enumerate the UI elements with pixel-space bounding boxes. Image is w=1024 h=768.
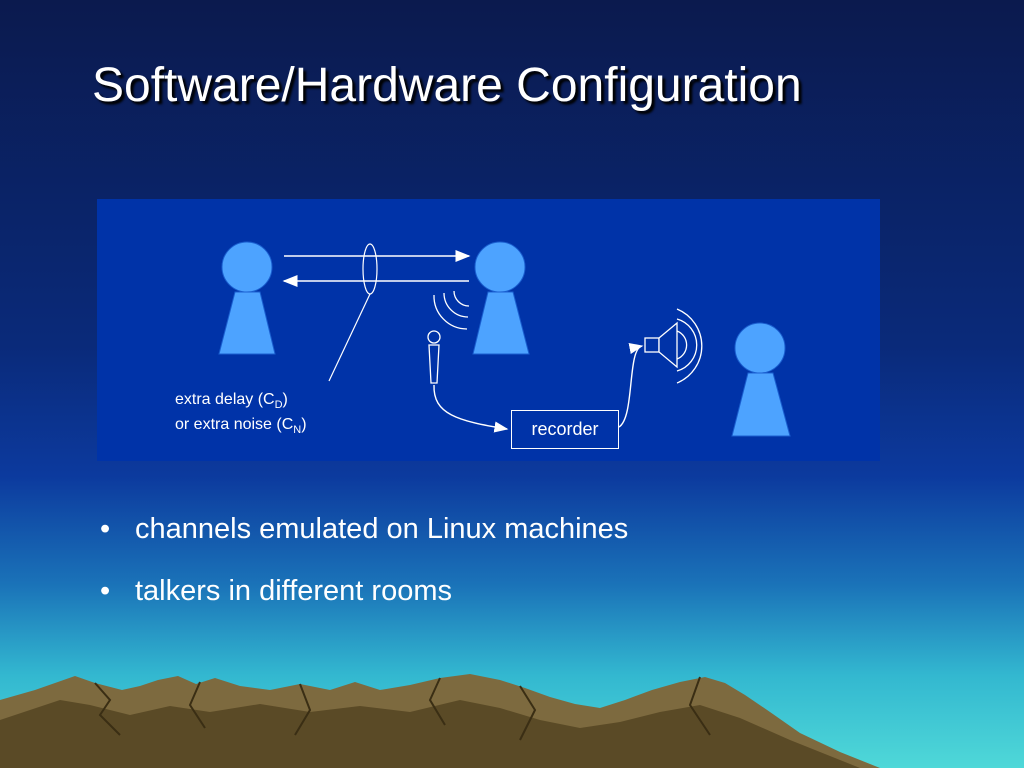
noise-label-subscript: N (293, 424, 302, 437)
channel-effect-label: extra delay (CD) or extra noise (CN) (175, 390, 307, 440)
delay-label-line: extra delay (CD) (175, 390, 307, 415)
mic-to-recorder-arrow (433, 384, 509, 433)
sound-waves-icon (433, 290, 470, 330)
channel-pointer-line (328, 293, 371, 382)
delay-label-suffix: ) (282, 391, 288, 408)
talker-left-icon (218, 241, 276, 355)
bullet-marker: • (100, 575, 111, 607)
noise-label-prefix: or extra noise (C (175, 416, 294, 434)
diagram-graphics (218, 241, 791, 437)
recorder-box: recorder (511, 410, 619, 449)
delay-label-subscript: D (274, 399, 283, 412)
loudspeaker-icon (644, 308, 703, 384)
microphone-icon (427, 330, 441, 384)
bullet-marker: • (100, 513, 111, 545)
recorder-to-speaker-arrow (618, 343, 644, 428)
bullet-text: channels emulated on Linux machines (135, 513, 629, 545)
bullet-text: talkers in different rooms (135, 575, 452, 607)
talker-right-icon (472, 241, 530, 355)
configuration-diagram: extra delay (CD) or extra noise (CN) rec… (97, 199, 880, 461)
noise-label-line: or extra noise (CN) (175, 415, 307, 440)
noise-label-suffix: ) (301, 416, 307, 434)
slide-title: Software/Hardware Configuration (92, 59, 802, 112)
listener-icon (731, 322, 791, 437)
delay-label-prefix: extra delay (C (175, 391, 275, 408)
